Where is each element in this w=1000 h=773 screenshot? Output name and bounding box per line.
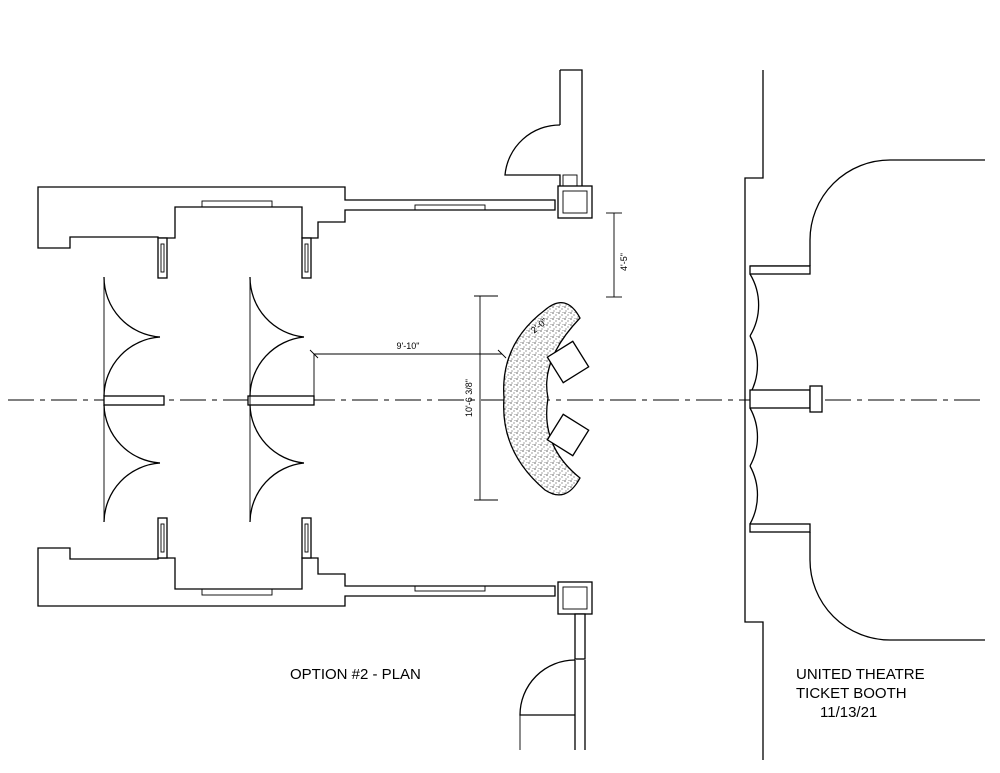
ticket-booth-counter: 2'-0" [503, 302, 581, 496]
inner-doors-left [103, 276, 161, 523]
dimension-top-clearance: 4'-5" [606, 212, 629, 298]
chair-upper [546, 340, 590, 384]
chair-lower [546, 413, 590, 457]
lower-wall [37, 547, 556, 607]
upper-wall [37, 186, 556, 249]
dimension-vertical: 10'-6 3/8" [464, 295, 498, 501]
dimension-horizontal: 9'-10" [309, 341, 507, 396]
right-building [744, 70, 985, 760]
dimension-vertical-text: 10'-6 3/8" [464, 379, 474, 417]
dimension-top-clearance-text: 4'-5" [619, 253, 629, 271]
title-block-line1: UNITED THEATRE [796, 666, 925, 683]
lower-right-entrance [519, 581, 593, 750]
door-posts [103, 237, 315, 559]
inner-doors-middle [249, 276, 305, 523]
dimension-horizontal-text: 9'-10" [397, 341, 420, 351]
title-block-date: 11/13/21 [820, 704, 878, 721]
upper-right-entrance [504, 69, 593, 219]
title-block-line2: TICKET BOOTH [796, 685, 907, 702]
plan-title: OPTION #2 - PLAN [290, 666, 421, 683]
